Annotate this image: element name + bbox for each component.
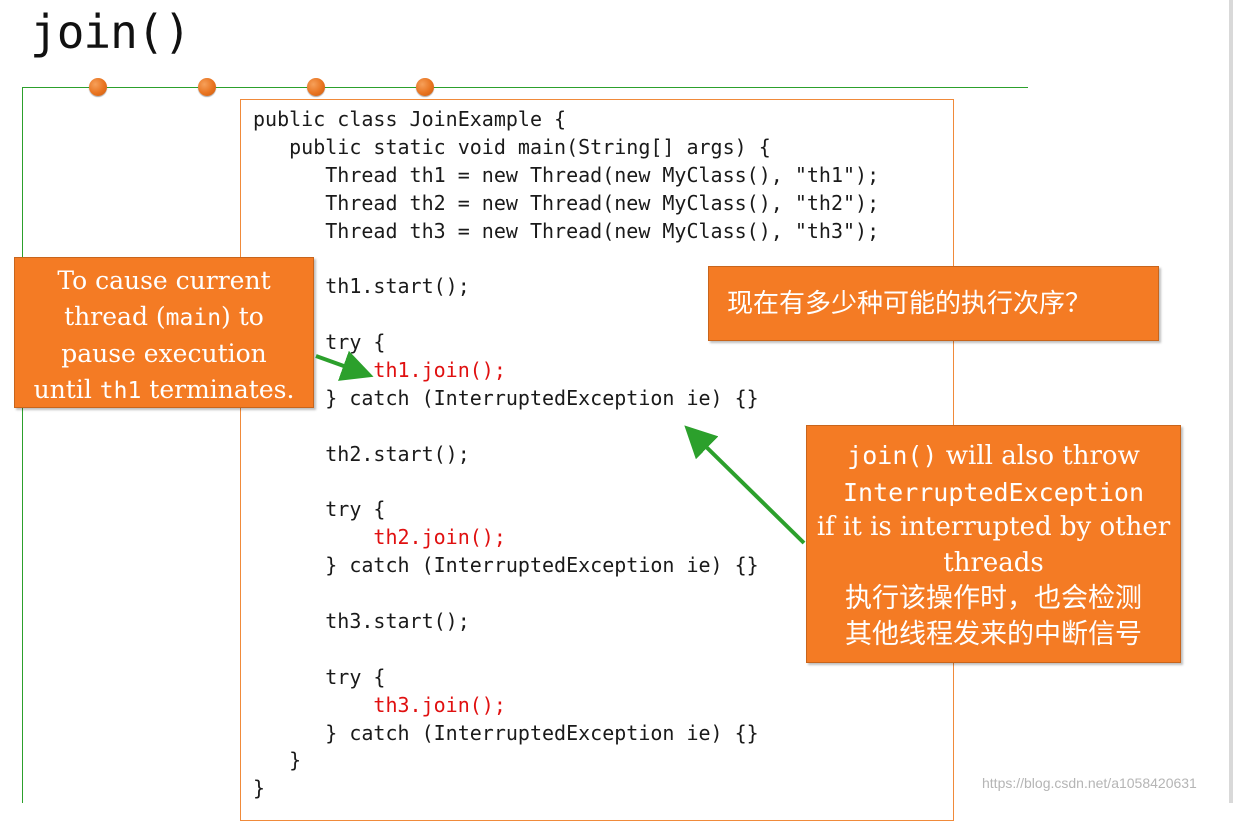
code-line: th3.start(); [253,608,879,636]
code-line: th2.start(); [253,441,879,469]
code-text: Thread th2 = new Thread(new MyClass(), "… [253,190,880,215]
annotation-arrows [315,350,806,545]
code-line: } [253,775,879,803]
code-line: } [253,747,879,775]
callout-right-code: join() [847,441,938,470]
code-line: try { [253,664,879,692]
callout-question: 现在有多少种可能的执行次序？ [708,266,1159,341]
code-text: try { [253,664,386,689]
code-line: } catch (InterruptedException ie) {} [253,385,879,413]
code-line: } catch (InterruptedException ie) {} [253,720,879,748]
code-text: try { [253,330,386,355]
code-line: public static void main(String[] args) { [253,134,879,162]
callout-right-line: 其他线程发来的中断信号 [845,618,1142,650]
callout-left-text: until [33,374,100,404]
code-line: Thread th1 = new Thread(new MyClass(), "… [253,162,879,190]
callout-right-line: InterruptedException [842,477,1145,507]
callout-left-text: thread ( [64,301,166,331]
code-line: Thread th2 = new Thread(new MyClass(), "… [253,190,879,218]
callout-left-line: pause execution [61,339,267,368]
decor-dot [307,78,325,96]
code-text: } catch (InterruptedException ie) {} [253,720,759,745]
code-line: th1.start(); [253,273,879,301]
callout-right-line: if it is interrupted by other [816,512,1171,542]
callout-right-line: join() will also throw [807,438,1180,475]
callout-left-line: thread (main) to [15,299,313,337]
right-edge-bar [1229,0,1233,803]
decor-dot [89,78,107,96]
code-text: th1.start(); [253,274,470,299]
watermark: https://blog.csdn.net/a1058420631 [982,775,1197,791]
callout-left-code: main [165,304,222,331]
code-text: } [253,748,302,773]
top-divider-line [22,87,1028,88]
code-text: } catch (InterruptedException ie) {} [253,553,759,578]
callout-right-text: will also throw [937,441,1140,471]
code-line: Thread th3 = new Thread(new MyClass(), "… [253,218,879,246]
callout-join-explanation: To cause current thread (main) to pause … [14,257,314,408]
code-text: } [253,776,266,801]
callout-left-line: until th1 terminates. [15,372,313,410]
code-text: public static void main(String[] args) { [253,134,771,159]
slide-title: join() [30,5,191,59]
arrow-to-catch [684,425,806,545]
callout-right-line: 执行该操作时，也会检测 [845,583,1142,614]
code-line: th1.join(); [253,357,879,385]
callout-left-text: ) to [221,301,264,331]
code-text: th3.start(); [253,609,470,634]
callout-left-text: terminates. [141,374,295,404]
code-line: try { [253,329,879,357]
code-line: public class JoinExample { [253,106,879,134]
code-highlight: th3.join(); [373,692,506,717]
code-line: try { [253,496,879,524]
callout-right-line: threads [943,547,1044,578]
code-text: Thread th3 = new Thread(new MyClass(), "… [253,218,880,243]
decor-dot [198,78,216,96]
callout-exception-note: join() will also throw InterruptedExcept… [806,425,1181,663]
code-text: Thread th1 = new Thread(new MyClass(), "… [253,162,880,187]
code-text: th2.start(); [253,441,470,466]
code-block: public class JoinExample { public static… [253,106,879,803]
code-line: } catch (InterruptedException ie) {} [253,552,879,580]
callout-left-line: To cause current [57,266,271,295]
left-divider-line [22,87,23,803]
code-line: th2.join(); [253,524,879,552]
decor-dot [416,78,434,96]
code-highlight: th1.join(); [373,358,506,383]
code-highlight: th2.join(); [373,525,506,550]
arrow-to-th1-join [315,350,374,381]
code-text: } catch (InterruptedException ie) {} [253,385,759,410]
code-text: public class JoinExample { [253,107,567,131]
code-text: try { [253,497,386,522]
code-line: th3.join(); [253,692,879,720]
callout-left-code: th1 [99,377,142,404]
